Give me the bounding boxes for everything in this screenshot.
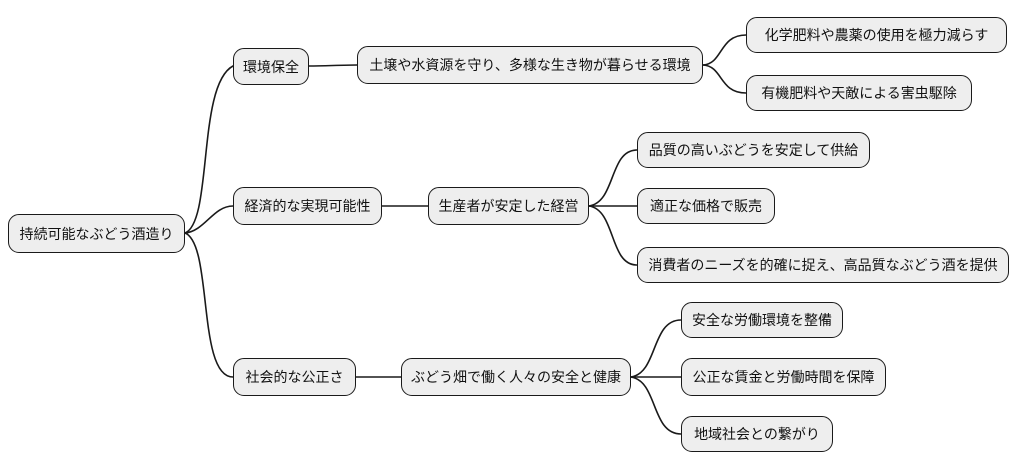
branch-node-env: 環境保全	[233, 48, 309, 85]
edge-social-detail-1	[630, 319, 682, 378]
detail-node-social-2: 公正な賃金と労働時間を保障	[681, 358, 886, 396]
detail-node-social-1: 安全な労働環境を整備	[681, 302, 843, 338]
edge-env-topic	[308, 64, 358, 67]
topic-node-social: ぶどう畑で働く人々の安全と健康	[401, 358, 631, 396]
edge-env-detail-2	[702, 64, 747, 94]
edge-econ-detail-3	[588, 205, 638, 266]
edge-social-detail-3	[630, 376, 682, 435]
detail-node-econ-2: 適正な価格で販売	[637, 188, 775, 224]
detail-node-econ-1: 品質の高いぶどうを安定して供給	[637, 132, 870, 168]
topic-node-econ: 生産者が安定した経営	[428, 187, 589, 225]
topic-node-env: 土壌や水資源を守り、多様な生き物が暮らせる環境	[357, 46, 703, 84]
detail-node-env-1: 化学肥料や農薬の使用を極力減らす	[746, 17, 1007, 53]
branch-node-social: 社会的な公正さ	[233, 358, 356, 396]
detail-node-econ-3: 消費者のニーズを的確に捉え、高品質なぶどう酒を提供	[637, 247, 1009, 283]
edge-root-econ	[184, 205, 234, 234]
detail-node-social-3: 地域社会との繋がり	[681, 416, 833, 452]
root-node: 持続可能なぶどう酒造り	[8, 214, 185, 253]
edge-root-env	[184, 65, 234, 234]
branch-node-econ: 経済的な実現可能性	[233, 187, 382, 225]
edge-econ-detail-1	[588, 149, 638, 207]
edge-env-detail-1	[702, 34, 747, 66]
edge-root-social	[184, 232, 234, 378]
detail-node-env-2: 有機肥料や天敵による害虫駆除	[746, 75, 972, 111]
